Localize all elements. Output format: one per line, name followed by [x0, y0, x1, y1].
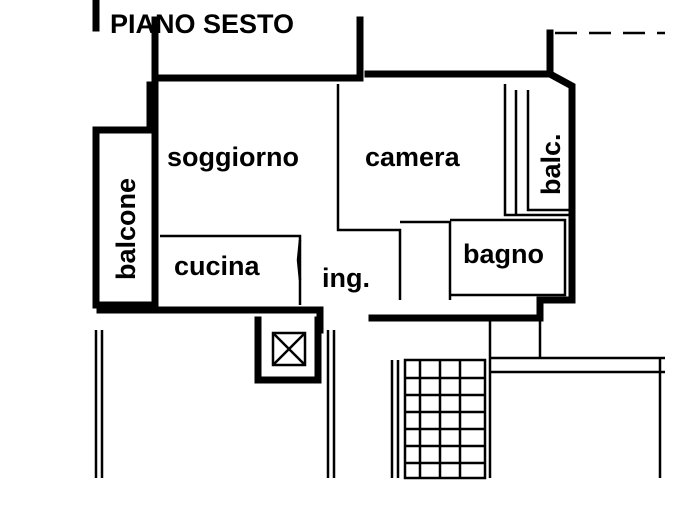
lift-cross [272, 332, 306, 366]
room-label-balcone: balcone [111, 178, 141, 280]
lift-shaft-wall [254, 316, 322, 384]
room-label-balc: balc. [536, 133, 566, 195]
room-label-camera: camera [365, 142, 461, 172]
walls [92, 0, 576, 384]
room-label-soggiorno: soggiorno [167, 142, 299, 172]
floor-title: PIANO SESTO [110, 9, 294, 39]
room-label-cucina: cucina [174, 251, 261, 281]
bottom-right-wall [368, 211, 576, 322]
left-upper-wall [92, 81, 159, 134]
room-label-ingresso: ing. [322, 263, 370, 293]
balcony-left-wall [92, 126, 159, 309]
balc-inner [526, 90, 570, 212]
room-label-bagno: bagno [463, 239, 544, 269]
top-wall-left [151, 16, 364, 82]
balc-partition [503, 84, 570, 217]
stair-stringers [418, 360, 462, 478]
building-lines [94, 318, 665, 478]
stair-outline [403, 358, 487, 480]
bagno-walls [450, 218, 567, 297]
partitions [160, 84, 570, 305]
staircase [403, 358, 487, 480]
lift-box [271, 331, 307, 367]
cucina-door-curve [296, 239, 302, 281]
bottom-left-wall [96, 306, 324, 334]
stair-treads [405, 376, 485, 465]
bagno-door-partition [400, 220, 452, 300]
lift-icon [271, 331, 307, 367]
camera-left-partition [336, 84, 402, 300]
cucina-partition [160, 234, 302, 305]
top-wall-right [364, 70, 576, 219]
